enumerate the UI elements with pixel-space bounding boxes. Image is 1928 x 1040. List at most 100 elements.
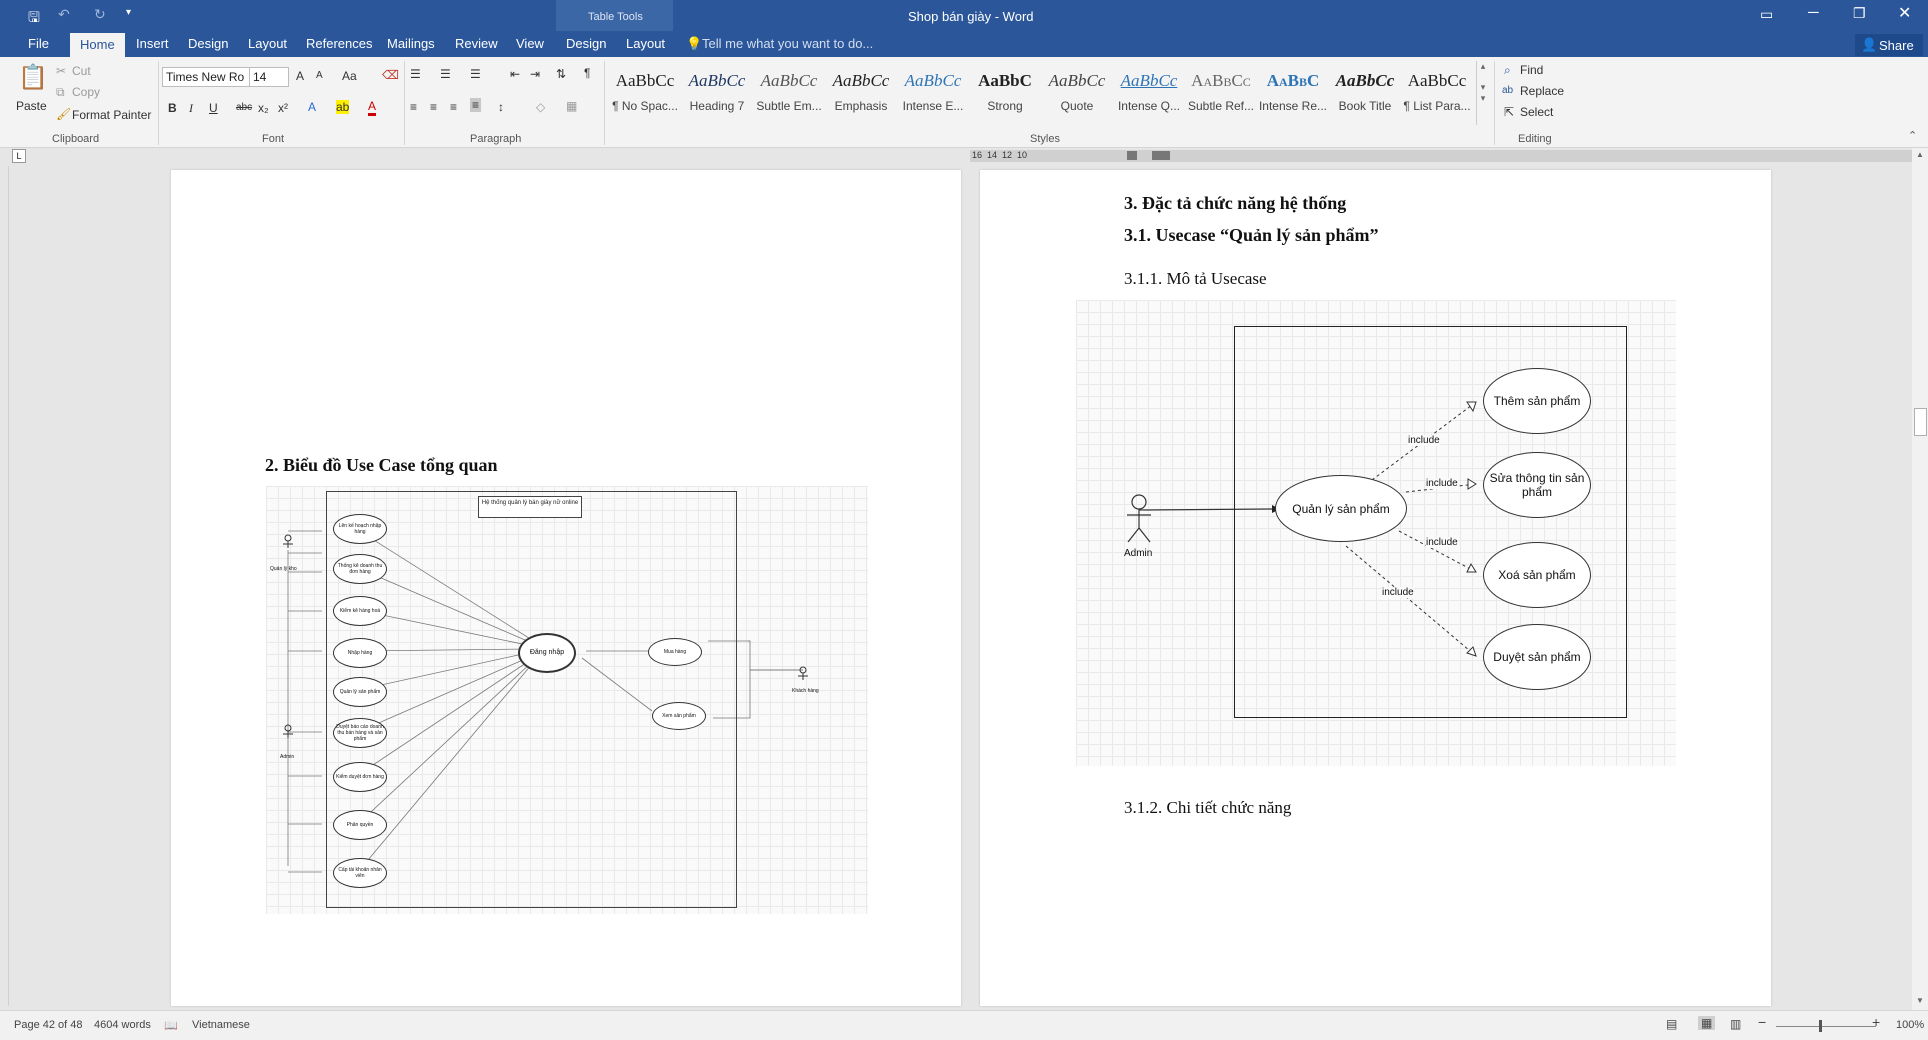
usecase-inventory-check[interactable]: Kiểm kê hàng hoá	[333, 596, 387, 626]
style-book-title[interactable]: AaBbCc Book Title	[1330, 63, 1400, 123]
web-layout-icon[interactable]: ▥	[1730, 1017, 1742, 1031]
justify-icon[interactable]: ≡	[470, 98, 482, 112]
tab-layout[interactable]: Layout	[248, 36, 288, 51]
tab-file[interactable]: File	[28, 36, 49, 51]
tab-design[interactable]: Design	[188, 36, 229, 51]
restore-icon[interactable]: ❐	[1853, 5, 1866, 21]
bullets-icon[interactable]: ☰	[410, 67, 421, 81]
scroll-up-icon[interactable]: ▲	[1916, 150, 1924, 159]
usecase-delete-product[interactable]: Xoá sản phẩm	[1483, 542, 1591, 608]
ribbon-display-icon[interactable]: ▭	[1760, 6, 1774, 22]
numbering-icon[interactable]: ☰	[440, 67, 451, 81]
subscript-button[interactable]: x₂	[258, 101, 269, 115]
horizontal-ruler[interactable]	[970, 150, 1912, 162]
line-spacing-icon[interactable]: ↕	[498, 100, 504, 114]
language-indicator[interactable]: Vietnamese	[192, 1019, 250, 1031]
pilcrow-icon[interactable]: ¶	[584, 66, 591, 80]
scroll-down-icon[interactable]: ▼	[1916, 996, 1924, 1005]
tab-table-design[interactable]: Design	[566, 36, 607, 51]
decrease-indent-icon[interactable]: ⇤	[510, 67, 521, 81]
print-layout-icon[interactable]: ▦	[1698, 1016, 1716, 1030]
bold-button[interactable]: B	[168, 101, 177, 115]
paste-button[interactable]: Paste	[16, 99, 47, 113]
clear-formatting-icon[interactable]: ⌫	[382, 68, 399, 82]
usecase-order-review[interactable]: Kiểm duyệt đơn hàng	[333, 762, 387, 792]
usecase-product-management[interactable]: Quản lý sản phẩm	[333, 677, 387, 707]
product-usecase-diagram[interactable]: Quản lý sản phẩm Thêm sản phẩm Sửa thông…	[1076, 300, 1676, 766]
tab-mailings[interactable]: Mailings	[387, 36, 435, 51]
increase-indent-icon[interactable]: ⇥	[530, 67, 541, 81]
zoom-slider-thumb[interactable]	[1819, 1020, 1822, 1032]
sort-icon[interactable]: ⇅	[556, 67, 567, 81]
style-subtle-emphasis[interactable]: AaBbCc Subtle Em...	[754, 63, 824, 123]
usecase-approve-product[interactable]: Duyệt sản phẩm	[1483, 624, 1591, 690]
style-intense-reference[interactable]: AaBbC Intense Re...	[1258, 63, 1328, 123]
tab-table-layout[interactable]: Layout	[626, 36, 666, 51]
replace-button[interactable]: Replace	[1520, 84, 1565, 98]
style-heading-7[interactable]: AaBbCc Heading 7	[682, 63, 752, 123]
usecase-revenue-stats[interactable]: Thống kê doanh thu đơn hàng	[333, 554, 387, 584]
close-icon[interactable]: ✕	[1898, 5, 1912, 22]
tab-view[interactable]: View	[516, 36, 544, 51]
style-list-paragraph[interactable]: AaBbCc ¶ List Para...	[1402, 63, 1472, 123]
usecase-view-products[interactable]: Xem sản phẩm	[652, 702, 706, 730]
tab-review[interactable]: Review	[455, 36, 498, 51]
scroll-thumb[interactable]	[1914, 408, 1927, 436]
save-icon[interactable]: 🖫	[28, 9, 40, 25]
usecase-add-product[interactable]: Thêm sản phẩm	[1483, 368, 1591, 434]
redo-icon[interactable]: ↻	[94, 6, 106, 22]
usecase-manage-products[interactable]: Quản lý sản phẩm	[1275, 475, 1407, 542]
usecase-edit-product[interactable]: Sửa thông tin sản phẩm	[1483, 452, 1591, 518]
shading-icon[interactable]: ◇	[536, 100, 546, 114]
tab-insert[interactable]: Insert	[136, 36, 169, 51]
highlight-icon[interactable]: ab	[336, 100, 350, 114]
overview-usecase-diagram[interactable]: Hệ thống quản lý bán giày nữ online Lên …	[266, 486, 868, 914]
cut-button[interactable]: Cut	[72, 64, 91, 78]
tell-me-box[interactable]: Tell me what you want to do...	[702, 36, 874, 51]
font-name-dropdown[interactable]: Times New Ro	[162, 67, 250, 87]
page-count[interactable]: Page 42 of 48	[14, 1019, 83, 1031]
style-intense-emphasis[interactable]: AaBbCc Intense E...	[898, 63, 968, 123]
underline-button[interactable]: U	[209, 101, 218, 115]
text-effects-icon[interactable]: A	[308, 100, 317, 114]
table-column-marker[interactable]	[1152, 151, 1170, 160]
proofing-icon[interactable]: 📖	[164, 1020, 178, 1032]
word-count[interactable]: 4604 words	[94, 1019, 151, 1031]
usecase-plan-import[interactable]: Lên kế hoạch nhập hàng	[333, 514, 387, 544]
tab-selector-icon[interactable]: L	[12, 149, 26, 163]
align-center-icon[interactable]: ≡	[430, 100, 438, 114]
read-mode-icon[interactable]: ▤	[1666, 1017, 1678, 1031]
copy-button[interactable]: Copy	[72, 85, 101, 99]
share-button[interactable]: 👤 Share	[1855, 34, 1923, 56]
style-subtle-reference[interactable]: AaBbCc Subtle Ref...	[1186, 63, 1256, 123]
vertical-scrollbar[interactable]: ▲ ▼	[1912, 148, 1928, 1010]
multilevel-list-icon[interactable]: ☰	[470, 67, 481, 81]
align-left-icon[interactable]: ≡	[410, 100, 418, 114]
zoom-in-icon[interactable]: +	[1872, 1014, 1881, 1030]
zoom-slider[interactable]	[1776, 1026, 1876, 1027]
paste-icon[interactable]: 📋	[18, 64, 48, 91]
usecase-permissions[interactable]: Phân quyền	[333, 810, 387, 840]
select-button[interactable]: Select	[1520, 105, 1554, 119]
change-case-button[interactable]: Aa	[342, 69, 357, 83]
style-no-spacing[interactable]: AaBbCc ¶ No Spac...	[610, 63, 680, 123]
customize-qat-icon[interactable]: ▾	[126, 7, 132, 18]
usecase-import[interactable]: Nhập hàng	[333, 638, 387, 668]
shrink-font-button[interactable]: A	[316, 70, 323, 81]
align-right-icon[interactable]: ≡	[450, 100, 458, 114]
strikethrough-button[interactable]: abc	[236, 102, 253, 113]
borders-icon[interactable]: ▦	[566, 99, 578, 113]
style-intense-quote[interactable]: AaBbCc Intense Q...	[1114, 63, 1184, 123]
tab-references[interactable]: References	[306, 36, 373, 51]
usecase-staff-accounts[interactable]: Cấp tài khoản nhân viên	[333, 858, 387, 888]
font-size-dropdown[interactable]: 14	[249, 67, 289, 87]
usecase-buy[interactable]: Mua hàng	[648, 638, 702, 666]
usecase-login[interactable]: Đăng nhập	[518, 633, 576, 673]
minimize-icon[interactable]: ─	[1808, 4, 1819, 21]
zoom-out-icon[interactable]: −	[1758, 1014, 1767, 1030]
grow-font-button[interactable]: A	[296, 69, 305, 83]
tab-home[interactable]: Home	[70, 33, 125, 57]
style-strong[interactable]: AaBbC Strong	[970, 63, 1040, 123]
table-column-marker[interactable]	[1127, 151, 1137, 160]
zoom-level[interactable]: 100%	[1896, 1019, 1925, 1031]
